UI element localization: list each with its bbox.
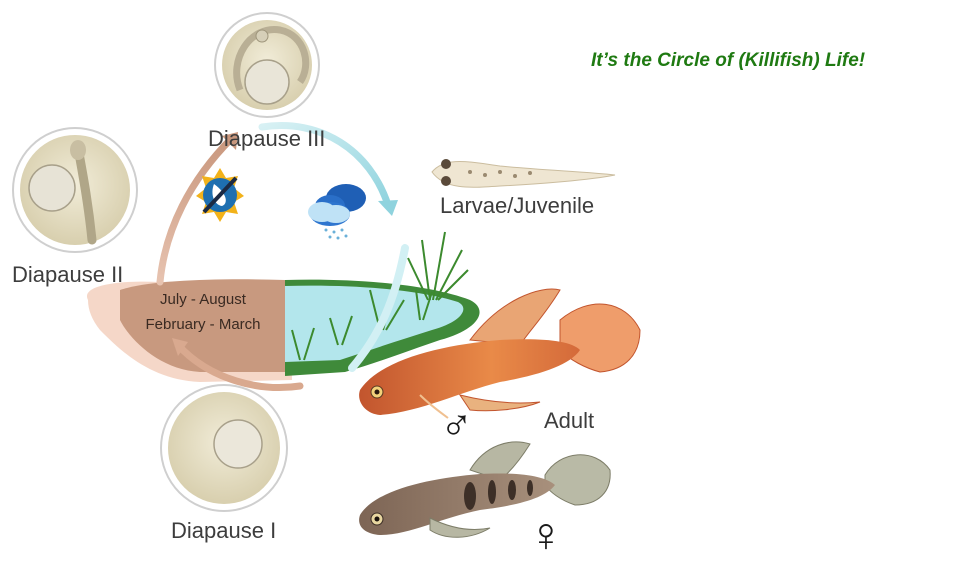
male-symbol-icon: ♂ [440, 404, 473, 448]
diapause-1-label: Diapause I [171, 520, 276, 542]
diapause-1-egg [161, 385, 287, 511]
larva-icon [432, 159, 615, 187]
rain-cloud-icon [308, 184, 366, 240]
diapause-3-label: Diapause III [208, 128, 325, 150]
adult-label: Adult [544, 410, 594, 432]
diapause-2-egg [13, 128, 137, 252]
diagram-title: It’s the Circle of (Killifish) Life! [591, 51, 865, 70]
female-fish-icon [359, 442, 610, 537]
larvae-juvenile-label: Larvae/Juvenile [440, 195, 594, 217]
dry-season-label: July - August [128, 292, 278, 307]
wet-season-label: February - March [128, 317, 278, 332]
female-symbol-icon: ♀ [528, 512, 564, 560]
diapause-3-egg [215, 13, 319, 117]
diapause-2-label: Diapause II [12, 264, 123, 286]
